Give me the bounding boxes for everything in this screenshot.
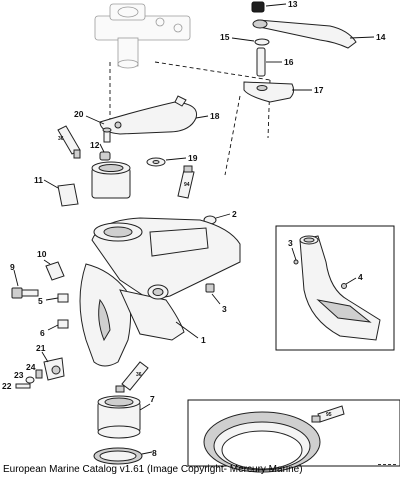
part-6-shim: [47, 319, 69, 331]
part-17-plate: [243, 81, 312, 103]
part-22-screw: [15, 383, 31, 389]
callout-15: 15: [220, 32, 230, 42]
part-19-washer: [146, 157, 187, 167]
callout-3: 3: [222, 304, 227, 314]
alignment-line: [224, 95, 241, 176]
callout-19: 19: [188, 153, 198, 163]
detail-box-top: [275, 225, 395, 351]
callout-8: 8: [152, 448, 157, 458]
part-15-washer: [231, 37, 270, 46]
callout-1: 1: [201, 335, 206, 345]
callout-9: 9: [10, 262, 15, 272]
part-1-swivel-bracket: [79, 217, 241, 367]
detail-box-bottom: [187, 399, 400, 473]
callout-18: 18: [210, 111, 220, 121]
callout-13: 13: [288, 0, 298, 9]
part-13-nut: [251, 1, 287, 13]
part-10-sleeve: [43, 259, 65, 281]
part-12-sleeve: [91, 161, 131, 199]
part-24-clip: [35, 369, 43, 379]
callout-7: 7: [150, 394, 155, 404]
callout-12: 12: [90, 140, 100, 150]
part-16-pin: [256, 47, 282, 77]
decorative-dash: [378, 464, 396, 465]
callout-22: 22: [2, 381, 12, 391]
callout-4: 4: [358, 272, 363, 282]
callout-14: 14: [376, 32, 386, 42]
part-3-fitting-main: [205, 283, 221, 305]
callout-20: 20: [74, 109, 84, 119]
callout-24: 24: [26, 362, 36, 372]
image-caption: European Marine Catalog v1.61 (Image Cop…: [3, 464, 303, 475]
callout-2: 2: [232, 209, 237, 219]
grease-tube-36-top: [57, 125, 81, 159]
callout-10: 10: [37, 249, 47, 259]
callout-17: 17: [314, 85, 324, 95]
tube-label-95: 95: [326, 412, 332, 418]
grease-tube-36-lower: [115, 361, 149, 393]
part-12-bushing: [99, 143, 111, 161]
callout-16: 16: [284, 57, 294, 67]
part-23-washer: [25, 376, 35, 384]
tube-label-36-top: 36: [58, 136, 64, 142]
part-20-bolt: [85, 115, 112, 143]
detail-callout-3: 3: [288, 238, 293, 248]
grease-tube-94: [177, 165, 195, 199]
part-7-bushing: [97, 395, 151, 439]
part-21-fitting: [41, 351, 65, 381]
grease-tube-95: [311, 405, 345, 423]
callout-11: 11: [34, 175, 43, 185]
callout-23: 23: [14, 370, 24, 380]
callout-6: 6: [40, 328, 45, 338]
part-11-pad: [43, 179, 79, 207]
part-9-bolt: [11, 269, 39, 299]
swivel-head-ghost: [94, 3, 191, 69]
part-14-steering-arm: [252, 19, 375, 49]
part-5-shim: [45, 293, 69, 303]
tube-label-36-lower: 36: [136, 372, 142, 378]
callout-21: 21: [36, 343, 46, 353]
alignment-line: [154, 61, 271, 81]
callout-5: 5: [38, 296, 43, 306]
part-8-ring: [93, 447, 153, 465]
tube-label-94: 94: [184, 182, 190, 188]
part-18-bracket: [99, 95, 209, 135]
